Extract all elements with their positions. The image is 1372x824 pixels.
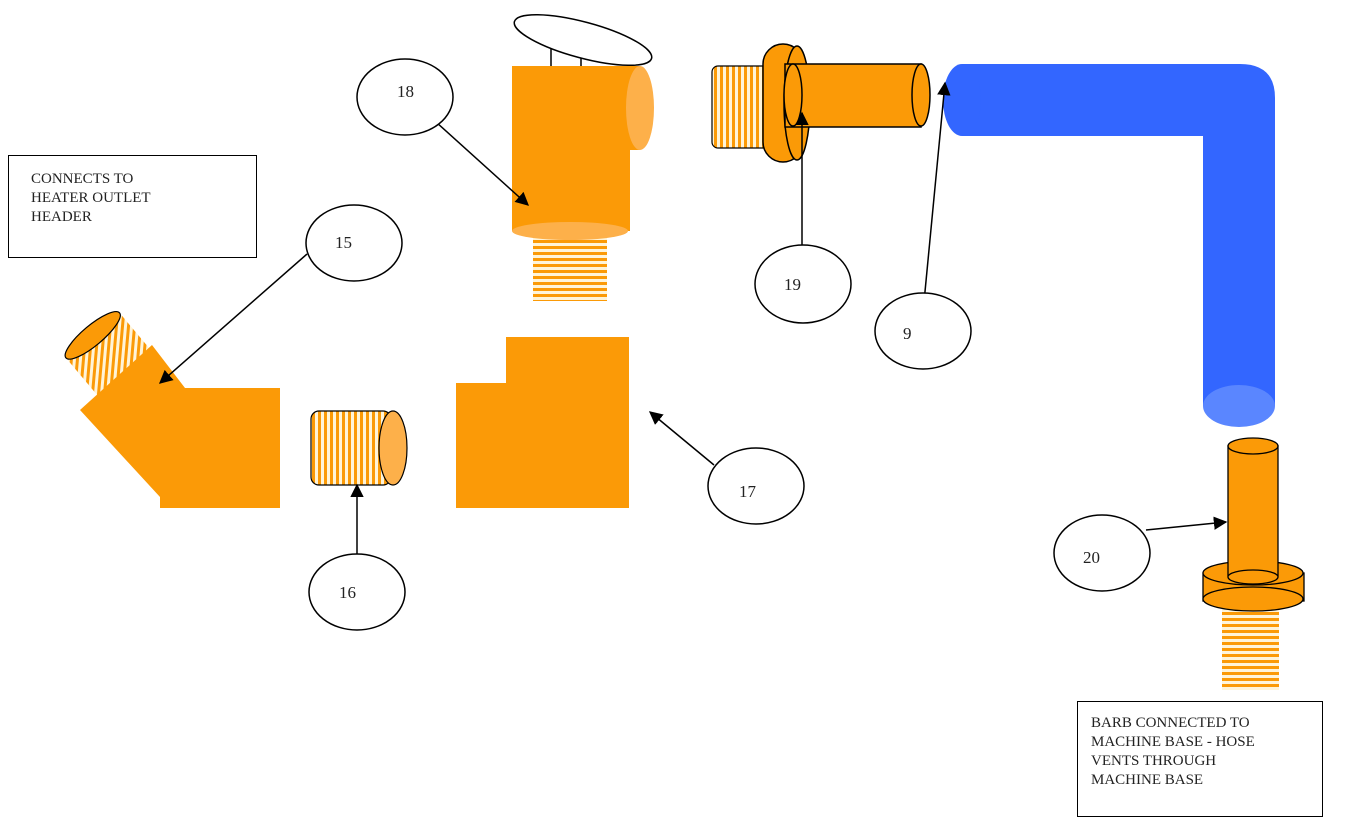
callout-19: 19	[754, 244, 852, 324]
heater-note-line-2: HEATER OUTLET	[31, 190, 151, 206]
callout-16: 16	[308, 553, 406, 631]
callout-15: 15	[305, 204, 403, 282]
barb-note-line-2: MACHINE BASE - HOSE	[1091, 734, 1255, 750]
valve-threads	[533, 231, 607, 301]
barb-threads	[1222, 598, 1279, 690]
callout-20: 20	[1053, 514, 1151, 592]
arrow-15	[158, 253, 308, 384]
adapter-part-19	[711, 43, 931, 163]
barb-base-note: BARB CONNECTED TO MACHINE BASE - HOSE VE…	[1077, 701, 1323, 817]
barb-note-line-1: BARB CONNECTED TO	[1091, 715, 1250, 731]
callout-label-18: 18	[397, 82, 414, 101]
arrow-20	[1145, 516, 1228, 531]
callout-label-9: 9	[903, 324, 912, 343]
arrow-9	[923, 81, 951, 303]
elbow-part-15	[64, 311, 280, 508]
callout-17: 17	[707, 447, 805, 525]
callout-label-19: 19	[784, 275, 801, 294]
callout-label-16: 16	[339, 583, 356, 602]
arrow-18	[435, 121, 530, 206]
valve-lever	[513, 13, 653, 67]
nipple-part-16	[310, 410, 408, 486]
relief-valve-part-18	[512, 13, 654, 301]
vent-hose-part-9	[943, 64, 1275, 427]
arrow-17	[648, 411, 715, 466]
callout-9: 9	[874, 292, 972, 370]
barb-note-line-3: VENTS THROUGH	[1091, 753, 1217, 769]
heater-outlet-note: CONNECTS TO HEATER OUTLET HEADER	[8, 155, 257, 258]
callout-18: 18	[356, 58, 454, 136]
callout-label-15: 15	[335, 233, 352, 252]
tee-part-17	[456, 337, 629, 508]
barb-note-line-4: MACHINE BASE	[1091, 772, 1204, 788]
heater-note-line-1: CONNECTS TO	[31, 171, 134, 187]
barb-part-20	[1202, 437, 1305, 690]
callout-label-17: 17	[739, 482, 757, 501]
heater-note-line-3: HEADER	[31, 209, 92, 225]
callout-label-20: 20	[1083, 548, 1100, 567]
leader-arrows	[158, 81, 1228, 562]
